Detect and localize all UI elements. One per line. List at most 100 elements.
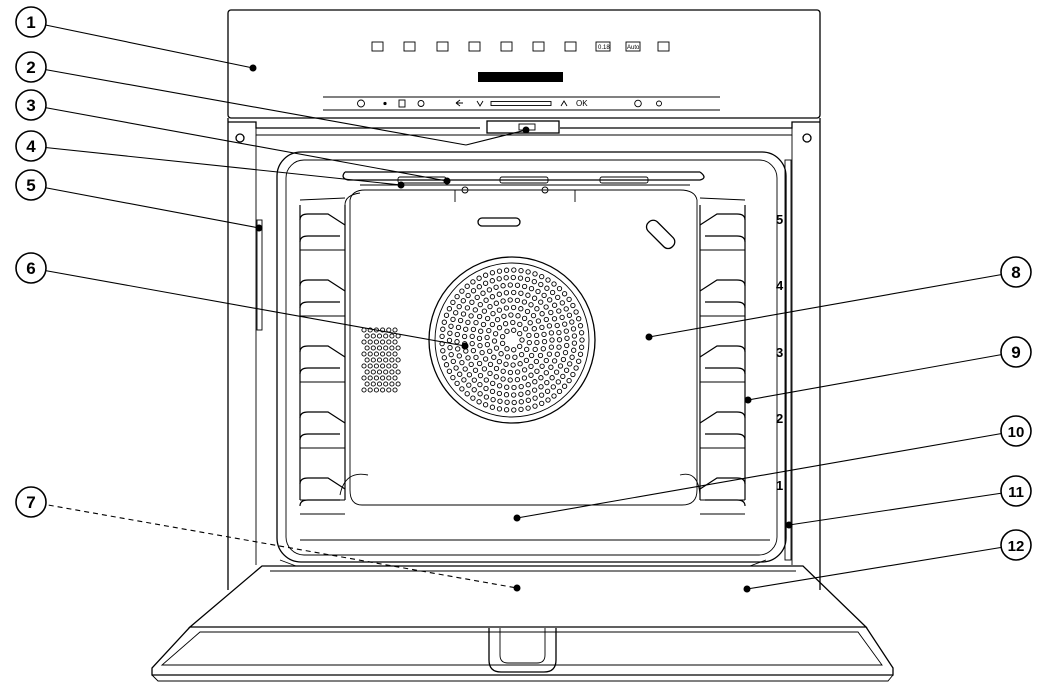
callouts: 1 2 3 4 5 6 7 8 9 10 11 12 — [15, 6, 1032, 593]
intensive-icon — [436, 41, 449, 52]
callout-9: 9 — [1000, 336, 1032, 368]
fan-hole — [517, 275, 524, 281]
oven-body — [227, 118, 821, 590]
fan-hole — [486, 287, 493, 293]
fan-hole — [460, 311, 467, 317]
fan-hole — [512, 354, 518, 360]
fan-hole — [478, 328, 484, 334]
fan-hole — [511, 407, 517, 413]
left-fixing-hole — [235, 133, 245, 143]
vent-hole — [392, 351, 398, 357]
left-runner — [299, 477, 346, 490]
fan-hole — [503, 275, 509, 281]
vent-hole — [386, 327, 392, 333]
fan-hole — [453, 310, 459, 316]
callout-6-label: 6 — [26, 259, 35, 278]
fan-hole — [571, 347, 577, 353]
fan-hole — [518, 290, 524, 296]
callout-2: 2 — [15, 51, 47, 83]
fan-hole — [548, 364, 554, 370]
callout-10: 10 — [1000, 415, 1032, 447]
left-runner — [299, 433, 340, 441]
fan-hole — [493, 365, 500, 372]
fan-hole — [561, 291, 568, 297]
vent-hole — [389, 333, 395, 339]
vent-hole — [380, 351, 386, 357]
fan-hole — [482, 272, 489, 278]
fan-hole — [468, 361, 474, 368]
callout-10-label: 10 — [1008, 424, 1025, 441]
fan-hole — [470, 326, 477, 333]
fan-hole — [518, 406, 524, 413]
fan-hole — [507, 297, 513, 303]
oven-door — [151, 559, 894, 682]
shelf-level-2: 2 — [776, 411, 783, 426]
vent-hole — [389, 369, 395, 375]
fan-hole — [494, 316, 501, 323]
fan-hole — [459, 386, 465, 392]
fan-hole — [511, 327, 517, 333]
sensor-controls: OK — [357, 99, 662, 108]
top-heating-element — [342, 171, 705, 202]
fan-hole — [441, 355, 447, 361]
vent-hole — [370, 333, 376, 339]
fan-hole — [477, 301, 483, 308]
vent-hole — [367, 375, 373, 381]
fan-hole — [515, 313, 521, 319]
fan-hole — [503, 290, 510, 296]
callout-11: 11 — [1000, 475, 1032, 507]
front-seal-strip — [784, 159, 792, 561]
fan-hole — [538, 384, 544, 390]
fan-hole — [556, 285, 563, 292]
fan-hole — [551, 302, 558, 308]
fan-hole — [487, 303, 493, 310]
full-grill-icon — [532, 41, 545, 52]
fan-hole — [577, 323, 584, 329]
fan-hole — [576, 358, 582, 364]
vent-hole — [389, 357, 395, 363]
fan-hole — [504, 346, 510, 352]
fan-hole — [493, 284, 499, 290]
fan-hole — [528, 352, 535, 359]
vent-hole — [376, 381, 383, 387]
fan-hole — [496, 307, 503, 313]
fan-hole — [569, 319, 575, 325]
fan-hole — [544, 379, 550, 386]
right-shelf-runners — [699, 205, 746, 515]
fan-hole — [532, 395, 538, 401]
fan-hole — [564, 342, 570, 349]
fan-hole — [546, 351, 553, 357]
right-runner — [705, 433, 746, 441]
fan-hole — [548, 330, 555, 336]
fan-hole — [570, 326, 577, 332]
fan-hole — [539, 363, 545, 369]
fan-hole — [496, 325, 503, 331]
fan-hole — [470, 288, 477, 294]
fan-hole — [496, 268, 503, 274]
callout-7: 7 — [15, 486, 47, 518]
callout-5: 5 — [15, 169, 47, 201]
fan-hole — [567, 361, 573, 367]
fan-hole — [476, 284, 482, 290]
fan-hole — [566, 312, 573, 318]
vent-hole — [380, 339, 386, 345]
fan-hole — [528, 363, 534, 370]
fan-hole — [499, 340, 506, 347]
vent-hole — [373, 339, 379, 345]
fan-hole — [518, 351, 525, 358]
vent-hole — [392, 363, 398, 369]
right-fixing-hole — [802, 133, 812, 143]
fan-hole — [556, 329, 562, 336]
vent-hole — [373, 363, 379, 369]
fan-hole — [525, 397, 531, 403]
fan-hole — [500, 283, 506, 289]
vent-hole — [380, 363, 386, 369]
fan-hole — [471, 377, 477, 383]
fan-hole — [473, 319, 479, 326]
fan-hole — [541, 292, 547, 299]
fan-hole — [535, 288, 541, 295]
fan-hole — [504, 354, 511, 360]
vent-hole — [367, 327, 373, 333]
left-runner — [299, 301, 340, 309]
fan-hole — [507, 377, 513, 383]
